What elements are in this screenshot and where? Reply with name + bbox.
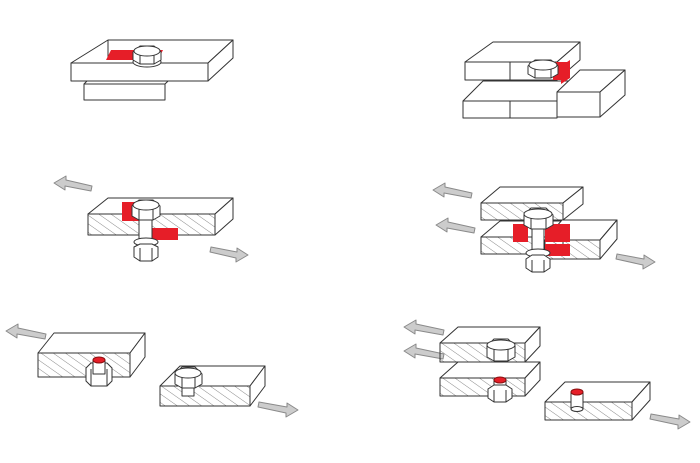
panel-double-shear-joint bbox=[462, 41, 626, 119]
arrow-icon bbox=[209, 246, 249, 263]
left-plate-section bbox=[37, 352, 131, 378]
hex-bolt-icon bbox=[85, 356, 113, 387]
hex-bolt-icon bbox=[487, 376, 513, 403]
hex-bolt-icon bbox=[523, 207, 554, 273]
arrow-icon bbox=[53, 175, 93, 192]
hex-bolt-icon bbox=[486, 338, 516, 362]
right-plate-section bbox=[159, 385, 251, 407]
arrow-icon bbox=[403, 319, 445, 336]
panel-double-shear-section bbox=[432, 182, 656, 273]
hex-bolt-icon bbox=[131, 199, 161, 262]
arrow-icon bbox=[649, 413, 691, 430]
panel-single-shear-joint bbox=[70, 39, 234, 101]
arrow-icon bbox=[432, 182, 473, 199]
panel-single-shear-section bbox=[53, 175, 249, 263]
arrow-icon bbox=[5, 323, 47, 340]
shear-plane-marker bbox=[152, 228, 178, 240]
shear-plane-marker bbox=[513, 224, 528, 242]
arrow-icon bbox=[435, 217, 476, 234]
bottom-plate bbox=[462, 80, 581, 119]
arrow-icon bbox=[615, 253, 656, 270]
arrow-icon bbox=[403, 343, 445, 360]
bolt-fragment bbox=[570, 388, 584, 412]
shear-plane-marker bbox=[545, 224, 570, 242]
middle-plate bbox=[556, 69, 626, 118]
shear-plane-marker bbox=[545, 244, 570, 256]
hex-bolt-icon bbox=[527, 59, 559, 79]
middle-plate-section bbox=[544, 401, 633, 421]
arrow-icon bbox=[257, 401, 299, 418]
shear-plane-marker bbox=[561, 60, 570, 84]
hex-bolt-icon bbox=[174, 366, 203, 397]
panel-single-shear-failure bbox=[5, 323, 299, 418]
panel-double-shear-failure bbox=[403, 319, 691, 430]
hex-bolt-icon bbox=[132, 45, 162, 68]
